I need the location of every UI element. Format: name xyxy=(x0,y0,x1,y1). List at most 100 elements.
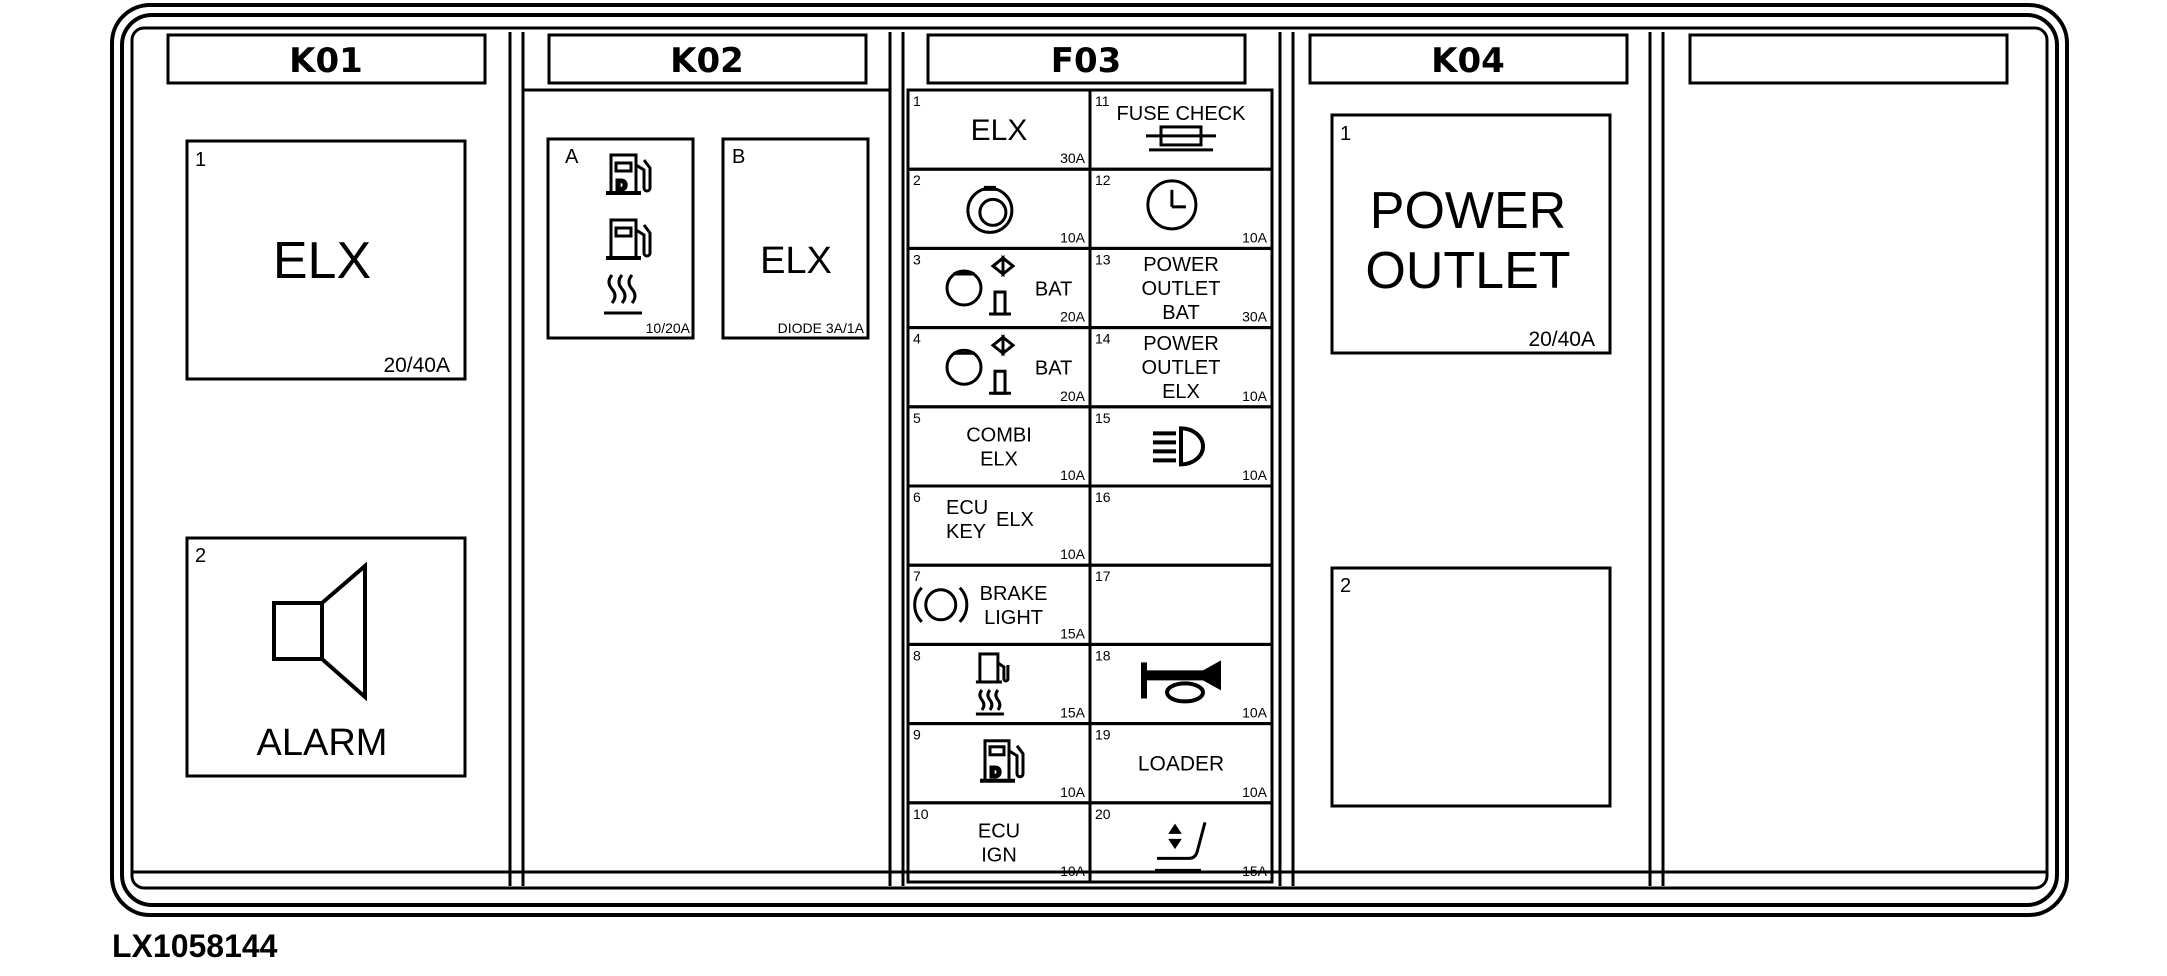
fuse-slot-outline xyxy=(1088,801,1274,884)
fuse-number: 4 xyxy=(913,331,921,347)
fuse-slot-20: 20 15A xyxy=(1088,801,1274,884)
relay-label: ELX xyxy=(273,232,371,290)
fuse-number: 14 xyxy=(1095,331,1111,347)
fuse-number: 20 xyxy=(1095,806,1111,822)
header-tab-k01 xyxy=(166,33,487,85)
fuse-slot-15: 15 10A xyxy=(1088,405,1274,488)
relay-number: 2 xyxy=(1340,575,1351,597)
fuse-number: 12 xyxy=(1095,172,1111,188)
fuse-slot-17: 17 xyxy=(1088,563,1274,646)
fuse-rating: 30A xyxy=(1060,150,1086,166)
fuse-label-line: ELX xyxy=(980,448,1018,470)
fuse-number: 6 xyxy=(913,489,921,505)
fuse-label-line: LOADER xyxy=(1138,753,1224,776)
fuse-slot-16: 16 xyxy=(1088,484,1274,567)
header-tab-k05 xyxy=(1688,33,2009,85)
fuse-number: 19 xyxy=(1095,727,1111,743)
fuel-heater-icon xyxy=(975,652,1010,716)
fuse-slot-19: 19 10A LOADER xyxy=(1088,722,1274,805)
fuse-label-line: FUSE CHECK xyxy=(1117,103,1247,125)
fuse-rating: 10A xyxy=(1060,863,1086,879)
column-dividers xyxy=(508,32,1665,886)
fuse-label-line: ECU xyxy=(978,820,1020,842)
k02-relay-a: A D 10/20A xyxy=(546,137,695,340)
fuse-number: 10 xyxy=(913,806,929,822)
k01-relay-1: 1 ELX 20/40A xyxy=(185,139,467,381)
fuse-rating: 10A xyxy=(1242,467,1268,483)
headlight-icon xyxy=(1153,426,1205,467)
fuse-rating: 10A xyxy=(1060,546,1086,562)
fuse-rating: 10A xyxy=(1242,388,1268,404)
fuse-rating: 15A xyxy=(1060,705,1086,721)
fuse-number: 18 xyxy=(1095,647,1111,663)
relay-label-line1: POWER xyxy=(1370,182,1566,240)
fuse-label-line: ELX xyxy=(996,509,1034,531)
header-tab-k02 xyxy=(547,33,868,85)
relay-number: 1 xyxy=(1340,123,1351,145)
fuse-label-line: OUTLET xyxy=(1142,278,1221,300)
k04-relay-2: 2 xyxy=(1330,566,1612,808)
k04-relay-1: 1 POWER OUTLET 20/40A xyxy=(1330,113,1612,355)
fuse-label-line: ELX xyxy=(1162,381,1200,403)
horn-icon xyxy=(1141,660,1221,704)
horn-speaker-icon xyxy=(272,561,367,702)
brake-icon xyxy=(913,586,969,623)
outer-frame-inner xyxy=(120,13,2059,907)
header-tab-f03 xyxy=(926,33,1247,85)
fuse-rating: 15A xyxy=(1242,863,1268,879)
fuse-slot-outline xyxy=(1088,484,1274,567)
section-headers: K01 K02 F03 K04 xyxy=(166,33,2009,85)
relay-label: ELX xyxy=(760,240,832,282)
fuse-rating: 15A xyxy=(1060,625,1086,641)
fuse-number: 7 xyxy=(913,568,921,584)
engine-icon xyxy=(966,185,1014,234)
fuse-label-line: OUTLET xyxy=(1142,357,1221,379)
fuse-label-line: BAT xyxy=(1162,302,1199,324)
relay-rating: DIODE 3A/1A xyxy=(778,320,865,336)
fuse-number: 9 xyxy=(913,727,921,743)
seat-adjust-icon xyxy=(1155,821,1207,872)
fuse-number: 5 xyxy=(913,410,921,426)
inner-frame xyxy=(130,26,2049,890)
relay-rating: 10/20A xyxy=(646,320,691,336)
fuse-rating: 10A xyxy=(1242,784,1268,800)
fuse-label-line: ELX xyxy=(971,114,1028,147)
svg-text:D: D xyxy=(616,177,627,194)
fuse-icon xyxy=(1146,125,1216,152)
relay-number: 2 xyxy=(195,545,206,567)
fuse-slot-12: 12 10A xyxy=(1088,167,1274,250)
fuse-number: 11 xyxy=(1095,93,1110,109)
relay-letter: A xyxy=(565,146,579,168)
fuse-label-line: POWER xyxy=(1143,333,1219,355)
fuse-rating: 10A xyxy=(1242,229,1268,245)
fuse-label-line: COMBI xyxy=(966,424,1032,446)
fuse-number: 1 xyxy=(913,93,921,109)
fuse-rating: 20A xyxy=(1060,309,1086,325)
fuse-slot-outline xyxy=(1088,563,1274,646)
fuse-number: 15 xyxy=(1095,410,1111,426)
relay-label-line2: OUTLET xyxy=(1365,242,1570,300)
fuse-label-line: BRAKE xyxy=(980,583,1048,605)
fuse-label-line: POWER xyxy=(1143,254,1219,276)
relay-label: ALARM xyxy=(257,722,388,764)
document-code: LX1058144 xyxy=(112,928,278,964)
fuse-rating: 20A xyxy=(1060,388,1086,404)
fuse-slot-outline xyxy=(1088,88,1274,171)
header-k02: K02 xyxy=(670,41,744,81)
hitch-icon xyxy=(945,254,1016,316)
clock-icon xyxy=(1146,179,1198,231)
fuse-number: 3 xyxy=(913,251,921,267)
header-f03: F03 xyxy=(1051,41,1122,81)
outer-frame xyxy=(110,3,2069,917)
